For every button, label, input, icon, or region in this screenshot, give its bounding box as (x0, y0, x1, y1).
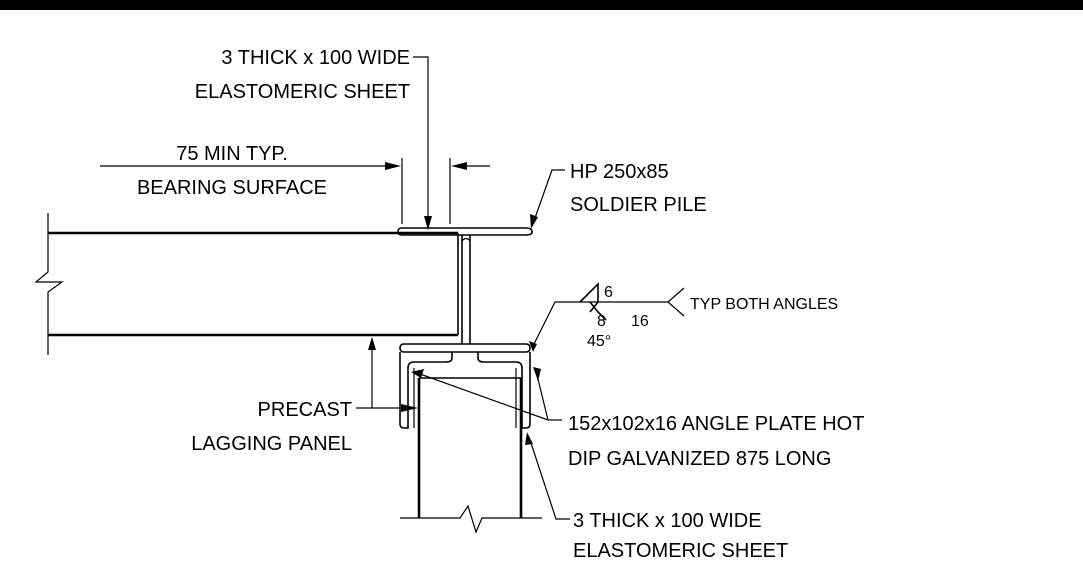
weld-note: TYP BOTH ANGLES (690, 296, 838, 313)
weld-symbol (529, 282, 685, 352)
angle-plates (399, 352, 531, 429)
weld-size: 6 (604, 284, 613, 301)
bearing-dimension (100, 158, 490, 224)
bottom-sheet-label-line2: ELASTOMERIC SHEET (573, 540, 788, 562)
top-sheet-label-line2: ELASTOMERIC SHEET (195, 81, 410, 103)
bearing-label-line2: BEARING SURFACE (137, 177, 327, 199)
top-sheet-label-line1: 3 THICK x 100 WIDE (221, 47, 410, 69)
lagging-label-line1: PRECAST (258, 399, 352, 421)
weld-pitch: 16 (631, 313, 649, 330)
lagging-panel-horizontal (34, 213, 459, 355)
soldier-pile (397, 227, 533, 353)
bottom-sheet-label-line1: 3 THICK x 100 WIDE (573, 510, 762, 532)
leader-lagging (356, 337, 418, 412)
top-border-band (0, 0, 1083, 10)
weld-angle: 45° (587, 333, 611, 350)
lagging-panel-vertical (400, 377, 542, 534)
leader-bottom-sheet (525, 432, 570, 520)
angle-label-line1: 152x102x16 ANGLE PLATE HOT (568, 413, 864, 435)
pile-label-line2: SOLDIER PILE (570, 194, 707, 216)
bearing-label-line1: 75 MIN TYP. (176, 143, 288, 165)
leader-angle (411, 367, 562, 421)
weld-root: 8 (597, 313, 606, 330)
leader-pile (530, 169, 565, 229)
leader-top-sheet (413, 56, 432, 230)
lagging-label-line2: LAGGING PANEL (191, 433, 352, 455)
pile-label-line1: HP 250x85 (570, 161, 669, 183)
angle-label-line2: DIP GALVANIZED 875 LONG (568, 448, 831, 470)
